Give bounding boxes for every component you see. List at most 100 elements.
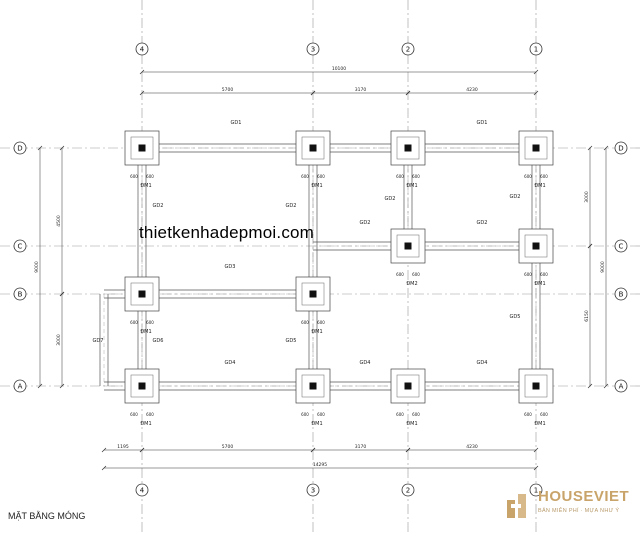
footing-1 <box>124 130 160 166</box>
footing-4-step <box>524 136 548 160</box>
axis-label-4: 4 <box>140 486 145 494</box>
axis-bubble-A <box>614 379 628 393</box>
dim-left-span-2-text: 3000 <box>56 334 62 346</box>
footing-7-dim-b: 600 <box>146 320 154 325</box>
dim-bottom-span-3-text: 3170 <box>355 444 367 450</box>
footing-5-column <box>404 242 412 250</box>
dim-left-total-tick <box>37 145 43 151</box>
axis-label-C: C <box>18 242 23 250</box>
footing-3-column <box>404 144 412 152</box>
dim-bottom-span-4-text: 4230 <box>466 444 478 450</box>
dim-top-span-3-tick <box>533 90 539 96</box>
footing-12-column <box>532 382 540 390</box>
footing-12-dim-a: 600 <box>524 412 532 417</box>
axis-label-3: 3 <box>311 486 315 494</box>
axis-bubble-3 <box>306 483 320 497</box>
footing-6-dim-a: 600 <box>524 272 532 277</box>
axis-label-D: D <box>17 144 22 152</box>
beam-label-4: GD2 <box>286 203 297 209</box>
footing-8-dim-a: 600 <box>301 320 309 325</box>
dim-left-span-2-tick <box>59 291 65 297</box>
dim-left-span-1-tick <box>59 145 65 151</box>
dim-bottom-span-4-tick <box>405 447 411 453</box>
footing-12-dim-b: 600 <box>540 412 548 417</box>
footing-2-dim-b: 600 <box>317 174 325 179</box>
footing-10-label: ĐM1 <box>311 421 322 427</box>
footing-3-dim-a: 600 <box>396 174 404 179</box>
dim-top-span-2-text: 3170 <box>355 87 367 93</box>
dim-bottom-total-tick <box>101 465 107 471</box>
footing-1-label: ĐM1 <box>140 183 151 189</box>
footing-10-dim-a: 600 <box>301 412 309 417</box>
axis-bubble-2 <box>401 42 415 56</box>
dim-bottom-span-2-tick <box>139 447 145 453</box>
beam-label-13: GD4 <box>225 360 236 366</box>
footing-6-label: ĐM1 <box>534 281 545 287</box>
footing-7-dim-a: 600 <box>130 320 138 325</box>
axis-label-B: B <box>18 290 23 298</box>
footing-9-step <box>130 374 154 398</box>
axis-bubble-2 <box>401 483 415 497</box>
dim-top-total-text: 10100 <box>332 66 346 72</box>
footing-2-dim-a: 600 <box>301 174 309 179</box>
footing-2-label: ĐM1 <box>311 183 322 189</box>
beam-label-1: GD1 <box>231 120 242 126</box>
axis-bubble-B <box>13 287 27 301</box>
dim-bottom-span-2-text: 5700 <box>222 444 234 450</box>
dim-top-total-tick <box>533 69 539 75</box>
footing-1-dim-b: 600 <box>146 174 154 179</box>
beam-label-11: GD6 <box>153 338 164 344</box>
dim-bottom-total-text: 14295 <box>313 462 327 468</box>
watermark-text: thietkenhadepmoi.com <box>139 223 315 242</box>
dim-top-span-2-tick <box>310 90 316 96</box>
brand-logo: HOUSEVIET BẢN MIỄN PHÍ · MỰA NHƯ Ý <box>504 486 636 526</box>
footing-8-label: ĐM1 <box>311 329 322 335</box>
drawing-title: MẶT BẰNG MÓNG <box>8 511 86 521</box>
footing-4-dim-b: 600 <box>540 174 548 179</box>
beam-label-12: GD5 <box>286 338 297 344</box>
axis-bubble-B <box>614 287 628 301</box>
footing-7-column <box>138 290 146 298</box>
beam-label-10: GD7 <box>93 338 104 344</box>
footing-8-step <box>301 282 325 306</box>
beam-label-8: GD2 <box>510 194 521 200</box>
footing-9-dim-a: 600 <box>130 412 138 417</box>
axis-label-D: D <box>618 144 623 152</box>
footing-11-label: ĐM1 <box>406 421 417 427</box>
dim-right-total-text: 9000 <box>600 261 606 273</box>
axis-bubble-4 <box>135 483 149 497</box>
footing-7-label: ĐM1 <box>140 329 151 335</box>
footing-2-column <box>309 144 317 152</box>
footing-1-column <box>138 144 146 152</box>
dim-right-span-2-text: 6150 <box>584 310 590 322</box>
dim-top-span-1-text: 5700 <box>222 87 234 93</box>
footing-6-column <box>532 242 540 250</box>
brand-tagline: BẢN MIỄN PHÍ · MỰA NHƯ Ý <box>538 508 620 514</box>
beam-label-3: GD2 <box>153 203 164 209</box>
footing-5-dim-a: 600 <box>396 272 404 277</box>
footing-12-step <box>524 374 548 398</box>
footing-11-dim-a: 600 <box>396 412 404 417</box>
footing-9-dim-b: 600 <box>146 412 154 417</box>
footing-7-step <box>130 282 154 306</box>
footing-6-dim-b: 600 <box>540 272 548 277</box>
axis-label-1: 1 <box>534 486 538 494</box>
footing-10-column <box>309 382 317 390</box>
axis-label-2: 2 <box>406 486 410 494</box>
dim-bottom-span-4-tick <box>533 447 539 453</box>
axis-label-B: B <box>619 290 624 298</box>
axis-bubble-A <box>13 379 27 393</box>
axis-label-3: 3 <box>311 45 315 53</box>
footing-5-dim-b: 600 <box>412 272 420 277</box>
beam-label-7: GD2 <box>477 220 488 226</box>
footing-11-column <box>404 382 412 390</box>
footing-6-step <box>524 234 548 258</box>
axis-bubble-C <box>13 239 27 253</box>
house-logo-icon <box>507 494 526 518</box>
beam-label-15: GD4 <box>477 360 488 366</box>
axis-bubble-C <box>614 239 628 253</box>
footing-9 <box>124 368 160 404</box>
dim-right-total-tick <box>603 145 609 151</box>
beam-label-14: GD4 <box>360 360 371 366</box>
